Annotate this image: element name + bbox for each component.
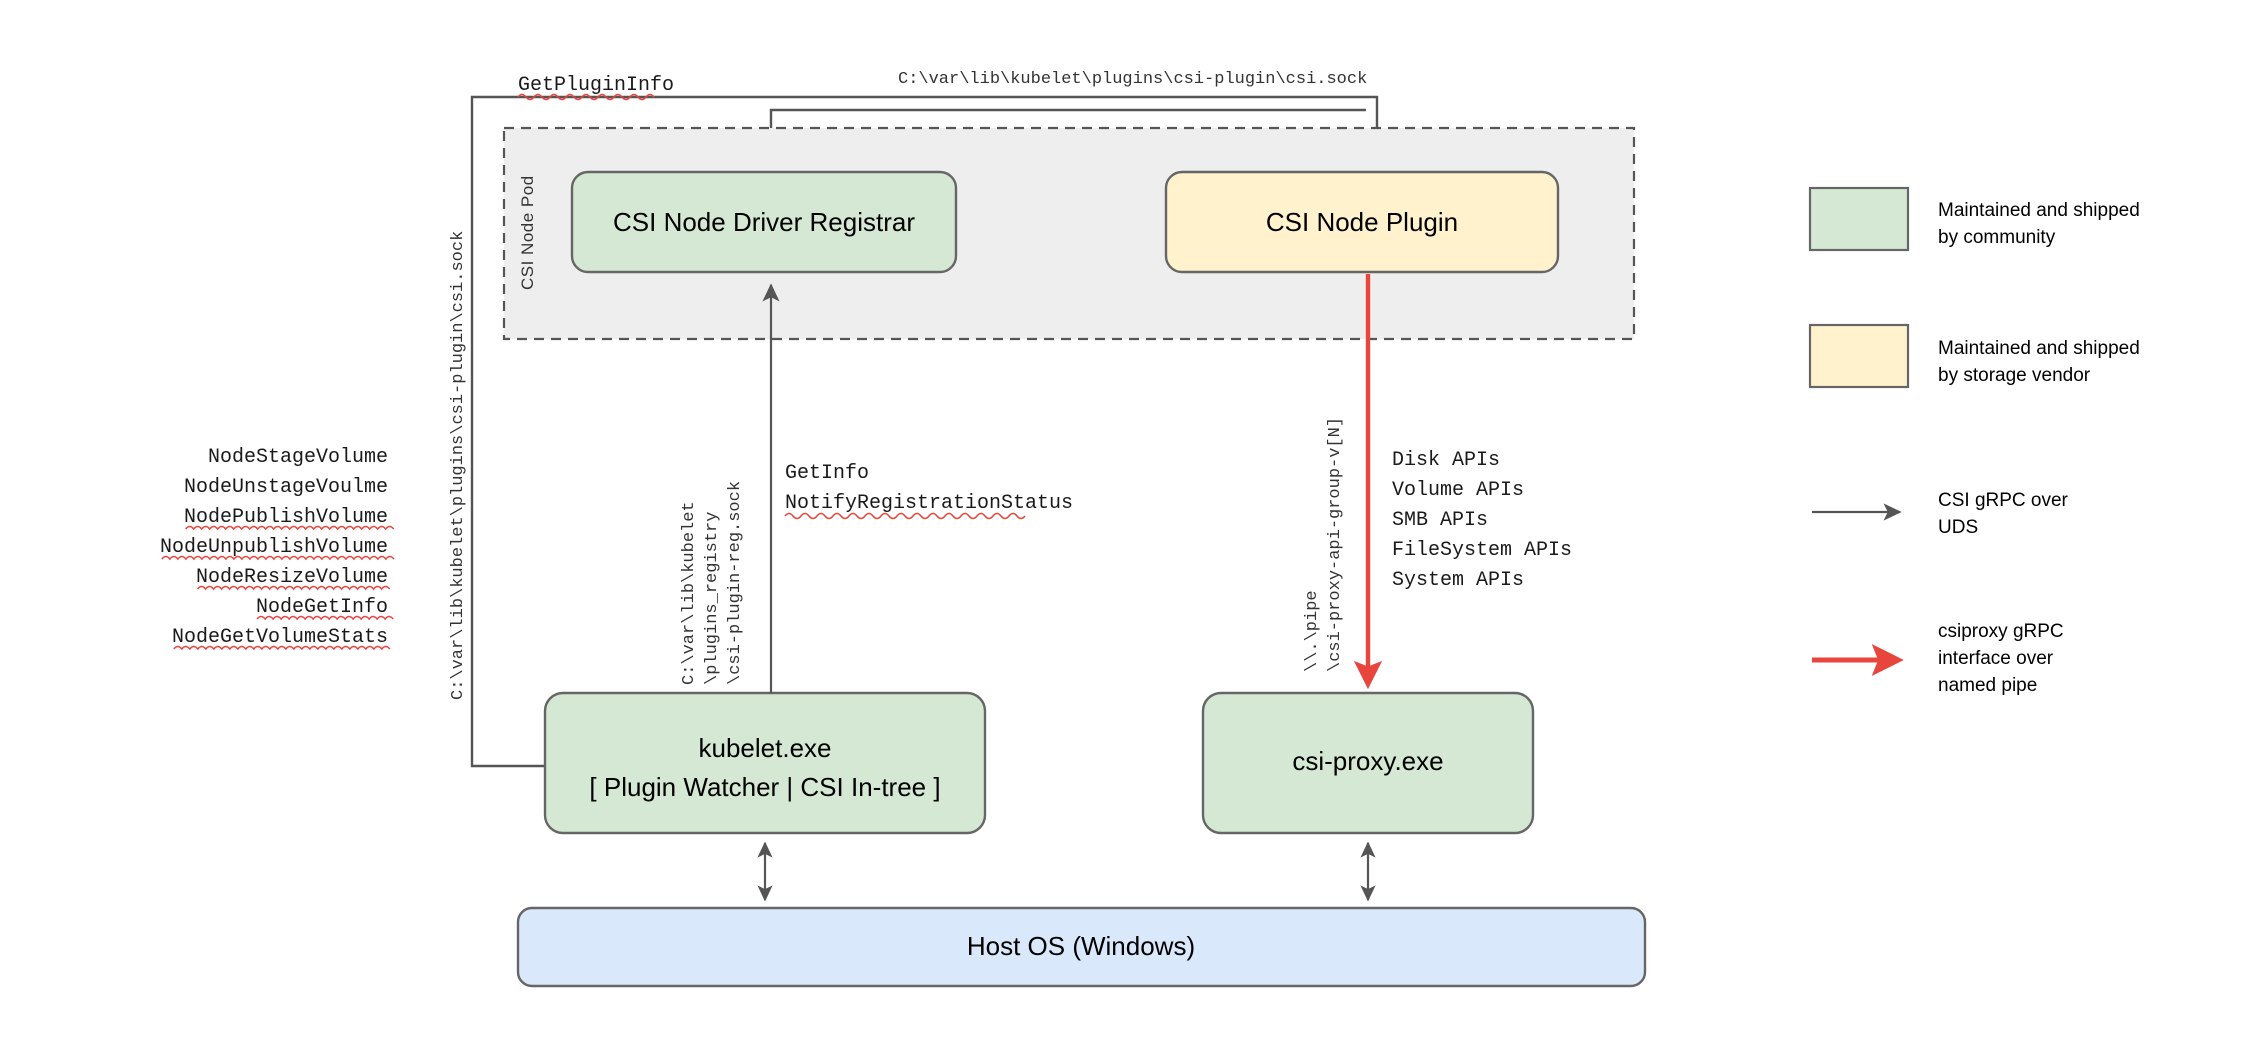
get-plugin-info-squiggle: [517, 93, 655, 101]
csi-node-driver-registrar-box[interactable]: [570, 170, 958, 274]
csi-node-api-item: NodeUnpublishVolume: [160, 536, 388, 559]
csi-node-api-squiggle: [196, 585, 391, 591]
csi-node-plugin-label: CSI Node Plugin: [1266, 207, 1458, 237]
edge-kubelet-to-node-plugin: [470, 95, 1387, 768]
csi-node-api-item: NodePublishVolume: [184, 506, 388, 529]
legend-csi-grpc-line-1: CSI gRPC over: [1938, 490, 2069, 511]
csi-node-api-squiggle: [161, 555, 395, 561]
legend-csiproxy-line-1: csiproxy gRPC: [1938, 621, 2064, 642]
node-kubelet[interactable]: kubelet.exe [ Plugin Watcher | CSI In-tr…: [543, 691, 987, 835]
csi-proxy-label: csi-proxy.exe: [1292, 746, 1443, 776]
csi-node-api-item: NodeGetVolumeStats: [172, 626, 388, 649]
csi-node-api-squiggle: [256, 615, 394, 621]
reg-sock-line-3: \csi-plugin-reg.sock: [726, 481, 745, 685]
csi-node-pod-label: CSI Node Pod: [518, 175, 537, 290]
legend-community-line-1: Maintained and shipped: [1938, 200, 2140, 221]
legend-vendor-line-1: Maintained and shipped: [1938, 338, 2140, 359]
node-csi-proxy[interactable]: csi-proxy.exe: [1201, 691, 1535, 835]
legend-swatch-vendor: Maintained and shipped by storage vendor: [1808, 323, 2140, 389]
legend-community-line-2: by community: [1938, 227, 2056, 248]
csi-proxy-box[interactable]: [1201, 691, 1535, 835]
legend-csiproxy-line-2: interface over: [1938, 648, 2054, 669]
legend-swatch-community-box: [1808, 186, 1910, 252]
named-pipe-line-2: \csi-proxy-api-group-v[N]: [1326, 417, 1345, 672]
csi-node-plugin-box[interactable]: [1164, 170, 1560, 274]
edge-path-csi-sock: [470, 95, 1387, 768]
legend-swatch-community: Maintained and shipped by community: [1808, 186, 2140, 252]
host-os-box[interactable]: [516, 906, 1647, 988]
host-os-label: Host OS (Windows): [967, 931, 1195, 961]
get-info-text: GetInfo: [785, 462, 869, 485]
legend-arrow-csiproxy-grpc: csiproxy gRPC interface over named pipe: [1812, 621, 2064, 696]
csi-proxy-api-item: SMB APIs: [1392, 509, 1488, 532]
legend-swatch-vendor-box: [1808, 323, 1910, 389]
csi-node-api-list: NodeStageVolumeNodeUnstageVoulmeNodePubl…: [160, 446, 395, 651]
csi-node-api-item: NodeStageVolume: [208, 446, 388, 469]
csi-node-driver-registrar-label: CSI Node Driver Registrar: [613, 207, 915, 237]
csi-proxy-api-item: System APIs: [1392, 569, 1524, 592]
csi-node-api-item: NodeResizeVolume: [196, 566, 388, 589]
csi-proxy-api-item: Disk APIs: [1392, 449, 1500, 472]
node-csi-node-driver-registrar[interactable]: CSI Node Driver Registrar: [570, 170, 958, 274]
csi-node-api-squiggle: [185, 525, 395, 531]
label-registry-sock: C:\var\lib\kubelet \plugins_registry \cs…: [680, 481, 745, 685]
get-plugin-info-text: GetPluginInfo: [518, 74, 674, 97]
node-csi-node-plugin[interactable]: CSI Node Plugin: [1164, 170, 1560, 274]
legend-csiproxy-line-3: named pipe: [1938, 675, 2037, 696]
named-pipe-line-1: \\.\pipe: [1303, 590, 1322, 672]
label-get-plugin-info: GetPluginInfo: [517, 74, 674, 101]
reg-sock-line-2: \plugins_registry: [703, 512, 722, 685]
label-named-pipe: \\.\pipe \csi-proxy-api-group-v[N]: [1303, 417, 1345, 672]
csi-node-api-item: NodeUnstageVoulme: [184, 476, 388, 499]
kubelet-box[interactable]: [543, 691, 987, 835]
csi-proxy-api-item: FileSystem APIs: [1392, 539, 1572, 562]
notify-registration-status-text: NotifyRegistrationStatus: [785, 492, 1073, 515]
kubelet-label-line2: [ Plugin Watcher | CSI In-tree ]: [589, 772, 940, 802]
legend-arrow-csi-grpc: CSI gRPC over UDS: [1812, 490, 2069, 538]
csi-node-api-squiggle: [173, 645, 391, 651]
label-get-info-group: GetInfo NotifyRegistrationStatus: [784, 462, 1073, 520]
reg-sock-line-1: C:\var\lib\kubelet: [680, 501, 699, 685]
legend-vendor-line-2: by storage vendor: [1938, 365, 2091, 386]
csi-sock-top-label: C:\var\lib\kubelet\plugins\csi-plugin\cs…: [898, 70, 1367, 89]
csi-sock-left-label: C:\var\lib\kubelet\plugins\csi-plugin\cs…: [449, 231, 468, 700]
csi-proxy-api-item: Volume APIs: [1392, 479, 1524, 502]
notify-registration-status-squiggle: [784, 512, 1026, 520]
kubelet-label-line1: kubelet.exe: [699, 733, 832, 763]
legend-csi-grpc-line-2: UDS: [1938, 517, 1978, 538]
node-host-os[interactable]: Host OS (Windows): [516, 906, 1647, 988]
csi-node-api-item: NodeGetInfo: [256, 596, 388, 619]
